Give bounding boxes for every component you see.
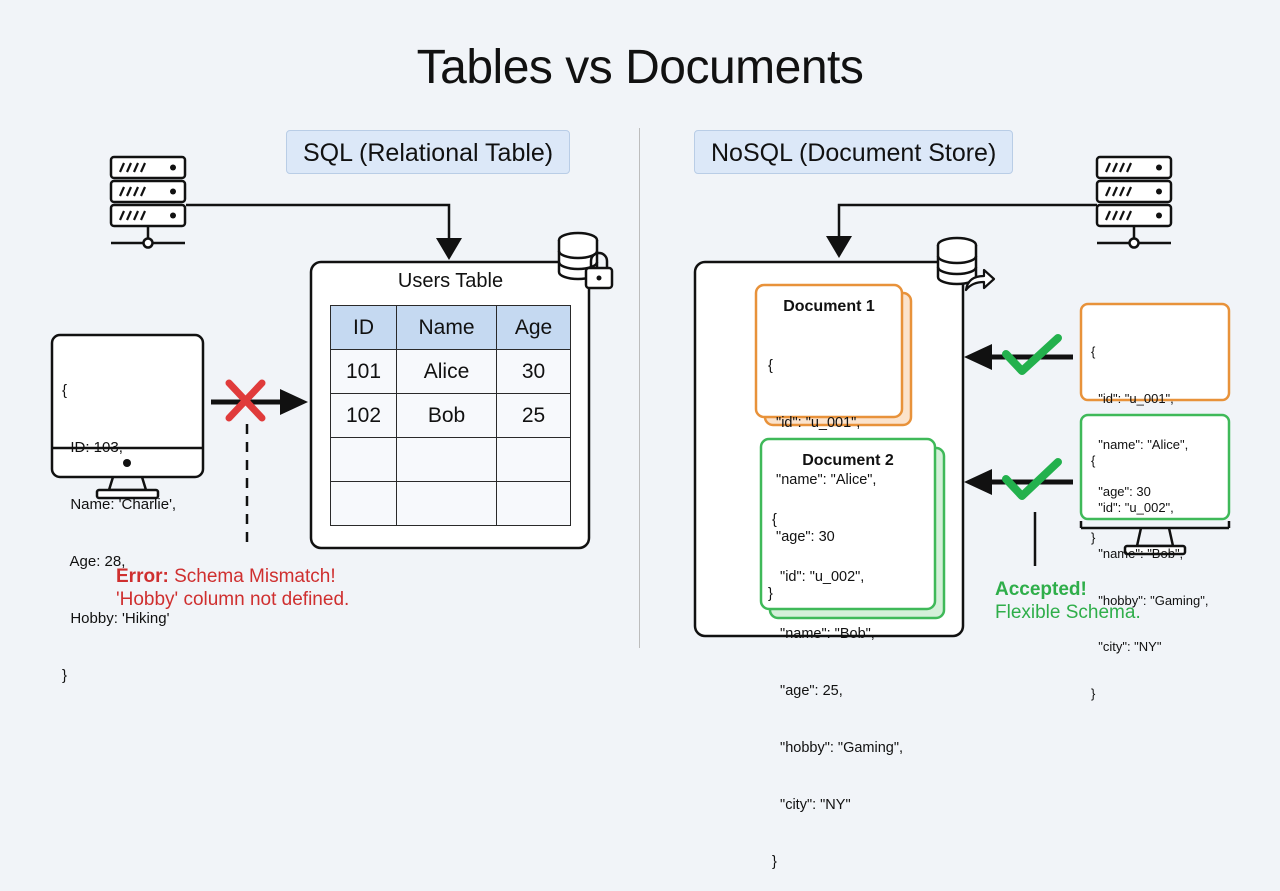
code-line: "name": "Bob",	[1091, 546, 1184, 561]
code-line: "age": 30	[1091, 483, 1151, 499]
code-line: Name: 'Charlie',	[62, 496, 177, 513]
table-cell: 101	[330, 349, 397, 394]
accepted-title: Accepted!	[995, 579, 1087, 600]
code-line: Age: 28,	[62, 553, 126, 570]
table-cell	[396, 437, 497, 482]
code-line: {	[772, 512, 777, 528]
client-monitor-stand-icon	[1079, 521, 1231, 556]
reject-x-icon	[225, 379, 266, 422]
incoming-doc-1-body: { "id": "u_001", "name": "Alice", "age":…	[1091, 313, 1188, 561]
table-row	[330, 437, 571, 482]
diagram-title: Tables vs Documents	[416, 41, 864, 94]
code-line: "id": "u_002",	[1091, 499, 1174, 515]
code-line: }	[772, 854, 777, 870]
database-share-icon	[936, 236, 996, 292]
code-line: Hobby: 'Hiking'	[62, 610, 170, 627]
code-line: "age": 25,	[772, 683, 843, 699]
rejected-arrowhead	[280, 389, 308, 415]
code-line: "hobby": "Gaming",	[1091, 592, 1209, 608]
table-cell: Bob	[396, 393, 497, 438]
check-icon-1	[1002, 334, 1062, 375]
code-line: "id": "u_001",	[1091, 390, 1174, 406]
document-1-title: Document 1	[783, 298, 875, 315]
table-cell: 25	[496, 393, 571, 438]
table-cell	[396, 481, 497, 526]
check-icon-2	[1002, 458, 1062, 500]
table-row: 101 Alice 30	[330, 349, 571, 394]
users-table-title: Users Table	[397, 270, 504, 292]
code-line: }	[768, 586, 773, 602]
document-2-title: Document 2	[802, 452, 894, 469]
code-line: "city": "NY"	[772, 797, 851, 813]
error-line-2: 'Hobby' column not defined.	[116, 589, 350, 610]
accepted-arrowhead-1	[964, 344, 992, 370]
code-line: }	[1091, 685, 1096, 701]
code-line: "name": "Alice",	[1091, 437, 1189, 452]
document-1-body: { "id": "u_001", "name": "Alice", "age":…	[768, 319, 876, 623]
table-cell	[496, 481, 571, 526]
accepted-arrowhead-2	[964, 469, 992, 495]
code-line: "name": "Bob",	[772, 626, 875, 642]
code-line: "city": "NY"	[1091, 639, 1162, 654]
table-cell: Alice	[396, 349, 497, 394]
code-line: {	[62, 382, 68, 399]
column-header: Age	[496, 305, 571, 350]
table-cell	[496, 437, 571, 482]
code-line: "id": "u_001",	[768, 415, 861, 431]
table-cell: 102	[330, 393, 397, 438]
incoming-doc-1-card	[1079, 302, 1231, 402]
nosql-label: NoSQL (Document Store)	[694, 130, 1014, 174]
sql-server-icon	[109, 155, 187, 249]
table-cell	[330, 437, 397, 482]
column-header: Name	[396, 305, 497, 350]
code-line: }	[62, 667, 68, 684]
column-header: ID	[330, 305, 397, 350]
table-header-row: ID Name Age	[330, 305, 571, 350]
document-2-body: { "id": "u_002", "name": "Bob", "age": 2…	[772, 473, 903, 891]
code-line: ID: 103,	[62, 439, 123, 456]
database-lock-icon	[557, 231, 614, 290]
client-monitor-icon	[50, 333, 205, 500]
code-line: "id": "u_002",	[772, 569, 865, 585]
document-1-card	[754, 283, 904, 419]
code-line: "age": 30	[768, 529, 835, 545]
error-message: Error: Schema Mismatch! 'Hobby' column n…	[116, 565, 349, 611]
code-line: }	[1091, 530, 1096, 545]
accepted-message: Accepted! Flexible Schema.	[995, 578, 1141, 624]
sql-label: SQL (Relational Table)	[286, 130, 571, 174]
incoming-doc-2-card	[1079, 413, 1231, 521]
code-line: {	[1091, 453, 1096, 468]
code-line: "name": "Alice",	[768, 472, 877, 488]
table-cell: 30	[496, 349, 571, 394]
sql-connector-arrowhead	[436, 238, 462, 260]
table-cell	[330, 481, 397, 526]
error-title: Error:	[116, 566, 169, 587]
sql-server-connector	[186, 203, 451, 240]
error-line-1: Error: Schema Mismatch!	[116, 565, 349, 588]
error-detail: Schema Mismatch!	[168, 566, 336, 587]
code-line: "hobby": "Gaming",	[772, 740, 904, 756]
center-divider	[639, 128, 640, 648]
sql-input-record: { ID: 103, Name: 'Charlie', Age: 28, Hob…	[62, 343, 176, 704]
nosql-server-icon	[1095, 155, 1173, 249]
document-2-card	[759, 437, 937, 611]
incoming-doc-2-body: { "id": "u_002", "name": "Bob", "hobby":…	[1091, 422, 1208, 717]
users-table: ID Name Age 101 Alice 30 102 Bob 25	[330, 305, 571, 526]
table-row: 102 Bob 25	[330, 393, 571, 438]
accepted-subtitle: Flexible Schema.	[995, 602, 1141, 623]
nosql-server-connector	[837, 203, 1097, 238]
code-line: {	[768, 358, 773, 374]
nosql-connector-arrowhead	[826, 236, 852, 258]
table-row	[330, 481, 571, 526]
code-line: {	[1091, 344, 1096, 359]
